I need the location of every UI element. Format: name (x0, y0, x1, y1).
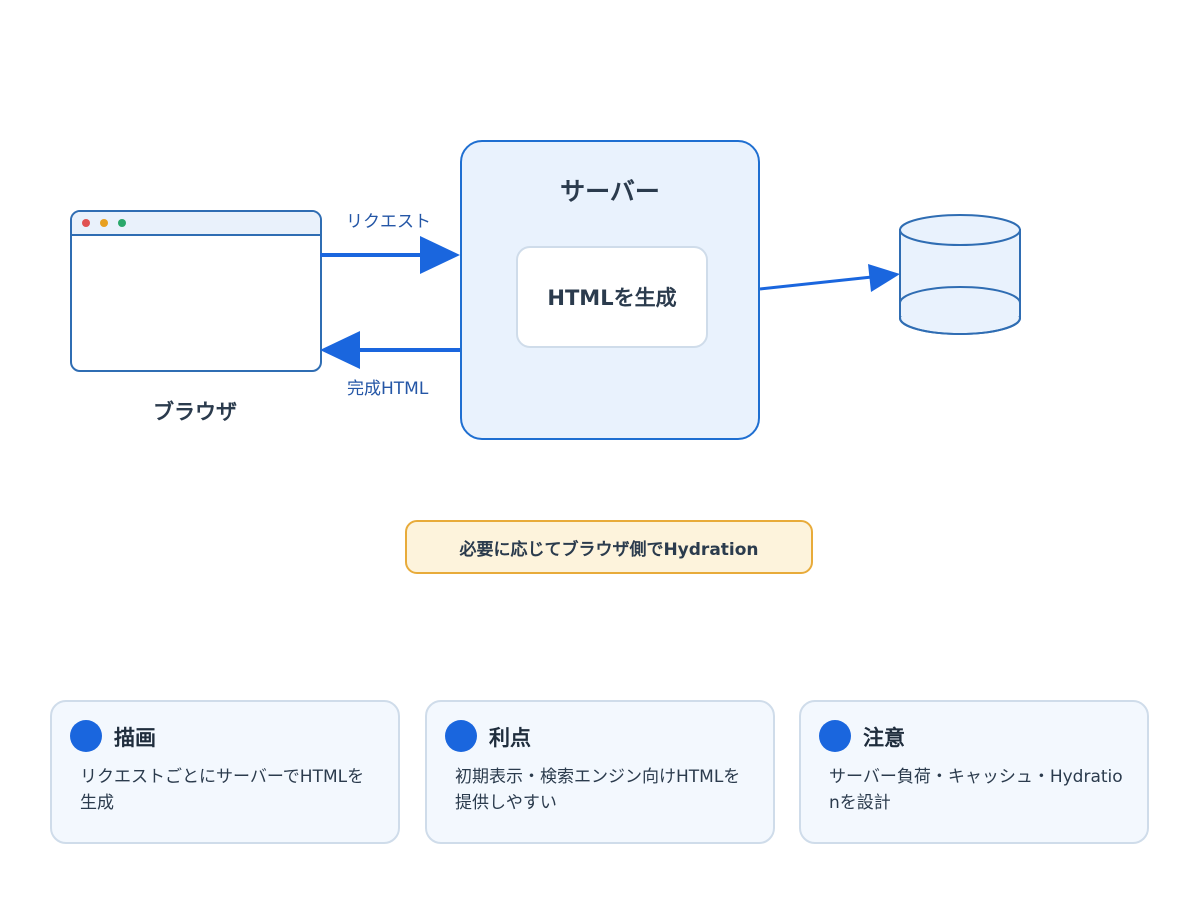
browser-label: ブラウザ (153, 400, 237, 424)
response-arrow (320, 331, 460, 369)
card-title: 描画 (114, 726, 156, 750)
server-box: サーバー HTMLを生成 (460, 140, 760, 440)
card-title: 注意 (863, 726, 905, 750)
card-text: 初期表示・検索エンジン向けHTMLを提供しやすい (455, 767, 741, 813)
hydration-note: 必要に応じてブラウザ側でHydration (405, 520, 813, 574)
close-dot-icon (82, 219, 90, 227)
circle-icon (445, 720, 477, 752)
response-label: 完成HTML (347, 379, 429, 399)
circle-icon (70, 720, 102, 752)
card-caution: 注意 サーバー負荷・キャッシュ・Hydrationを設計 (799, 700, 1149, 844)
request-label: リクエスト (346, 212, 431, 232)
card-rendering: 描画 リクエストごとにサーバーでHTMLを生成 (50, 700, 400, 844)
card-title: 利点 (489, 726, 531, 750)
browser-window (70, 210, 322, 372)
card-text: サーバー負荷・キャッシュ・Hydrationを設計 (829, 767, 1123, 813)
card-benefits: 利点 初期表示・検索エンジン向けHTMLを提供しやすい (425, 700, 775, 844)
minimize-dot-icon (100, 219, 108, 227)
html-generate-box: HTMLを生成 (516, 246, 708, 348)
browser-title-bar (72, 212, 320, 236)
maximize-dot-icon (118, 219, 126, 227)
database-arrow (759, 264, 900, 292)
circle-icon (819, 720, 851, 752)
database-icon (899, 214, 1021, 335)
server-title: サーバー (560, 177, 660, 206)
card-text: リクエストごとにサーバーでHTMLを生成 (80, 767, 365, 813)
request-arrow (320, 236, 460, 274)
